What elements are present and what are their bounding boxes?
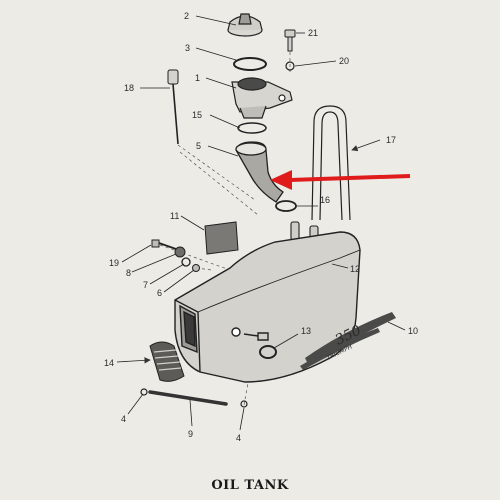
callout-8: 8 xyxy=(126,268,131,278)
rubber-grommet-8 xyxy=(174,246,186,258)
callout-21: 21 xyxy=(308,28,318,38)
callout-12: 12 xyxy=(350,264,360,274)
callout-6: 6 xyxy=(157,288,162,298)
callout-11: 11 xyxy=(170,211,179,221)
callout-13: 13 xyxy=(301,326,311,336)
filler-cap-part xyxy=(227,13,263,37)
callout-4-left: 4 xyxy=(121,414,126,424)
callout-14: 14 xyxy=(104,358,114,368)
diagram-caption: OIL TANK xyxy=(211,478,289,493)
rubber-hose-part xyxy=(235,141,284,203)
upper-hose-clip-part xyxy=(237,122,267,134)
gasket-plate-part xyxy=(204,221,239,255)
pipe-clip-left xyxy=(140,388,148,396)
callout-20: 20 xyxy=(339,56,349,66)
bolt-part xyxy=(284,29,296,52)
callout-5: 5 xyxy=(196,141,201,151)
drain-pipe-part xyxy=(148,390,228,406)
filler-neck-part xyxy=(231,77,293,119)
callout-16: 16 xyxy=(320,195,330,205)
pipe-clip-right xyxy=(240,400,248,408)
callout-labels: 2 3 1 15 5 18 21 20 17 16 11 12 19 8 7 6… xyxy=(104,11,418,443)
callout-3: 3 xyxy=(185,43,190,53)
oil-tank-body-part xyxy=(174,231,361,383)
callout-7: 7 xyxy=(143,280,148,290)
vent-pipe-part xyxy=(311,105,351,221)
knee-grip-part xyxy=(149,341,185,382)
cap-washer-part xyxy=(233,57,267,71)
lower-hose-clip-part xyxy=(275,200,297,212)
leader-lines xyxy=(116,15,406,431)
callout-19: 19 xyxy=(109,258,119,268)
callout-15: 15 xyxy=(192,110,202,120)
callout-4-right: 4 xyxy=(236,433,241,443)
callout-10: 10 xyxy=(408,326,418,336)
dipstick-part xyxy=(167,69,179,145)
callout-1: 1 xyxy=(195,73,200,83)
highlight-arrow xyxy=(270,170,411,190)
drain-ring-part xyxy=(259,345,277,359)
nut-6 xyxy=(192,264,200,272)
washer-7 xyxy=(181,257,191,267)
callout-2: 2 xyxy=(184,11,189,21)
callout-9: 9 xyxy=(188,429,193,439)
small-washer-part xyxy=(285,61,295,71)
mounting-bolt-19 xyxy=(151,239,177,250)
tank-transfer-part: 350 TRIUMPH xyxy=(300,312,396,370)
callout-17: 17 xyxy=(386,135,396,145)
callout-18: 18 xyxy=(124,83,134,93)
